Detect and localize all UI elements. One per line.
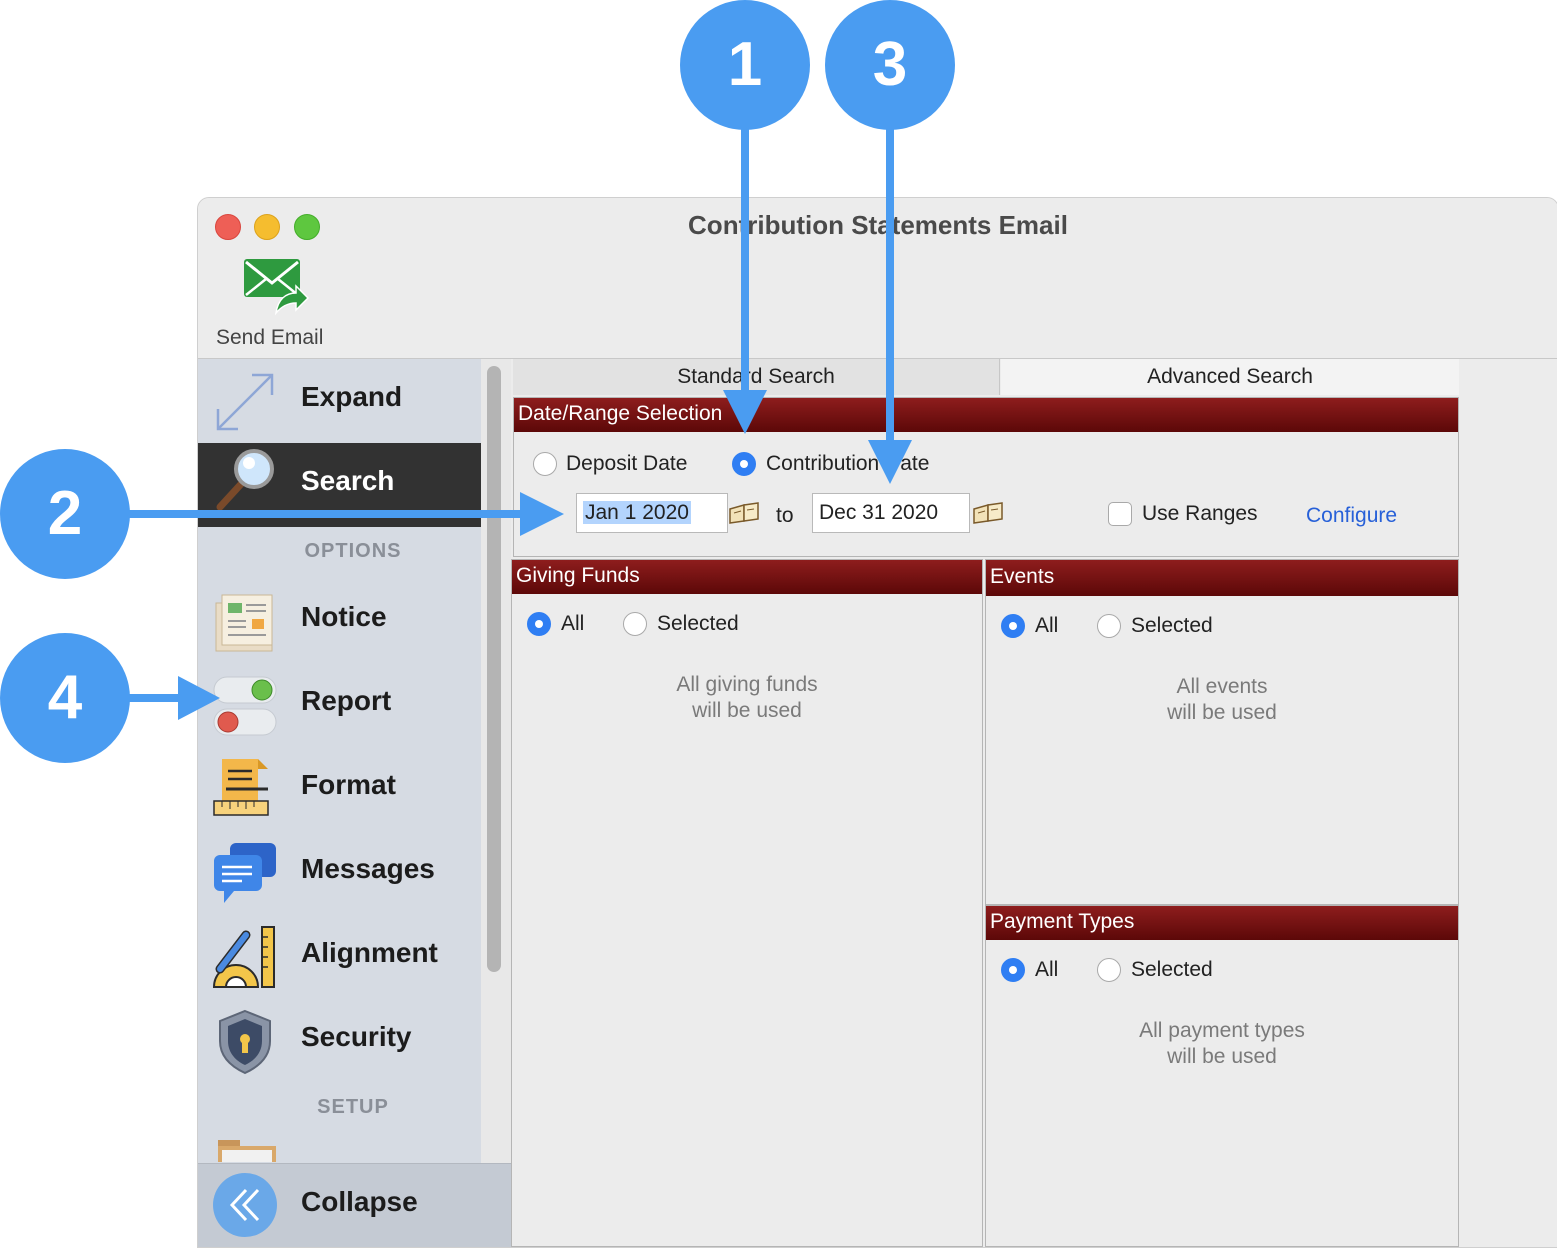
giving-funds-note-line2: will be used [692, 699, 802, 722]
deposit-date-label: Deposit Date [566, 452, 688, 475]
use-ranges-label: Use Ranges [1142, 502, 1258, 525]
drafting-tools-icon [212, 926, 275, 988]
magnifier-icon [216, 449, 274, 511]
tab-advanced-search[interactable]: Advanced Search [1001, 359, 1459, 395]
minimize-window-button[interactable] [254, 214, 280, 240]
expand-arrows-icon [216, 373, 274, 431]
use-ranges-checkbox[interactable] [1108, 502, 1132, 526]
to-label: to [776, 504, 794, 527]
window-title: Contribution Statements Email [688, 210, 1068, 240]
search-tabs: Standard Search Advanced Search [513, 359, 1459, 395]
giving-funds-selected-label: Selected [657, 612, 739, 635]
send-email-button[interactable]: Send Email [216, 253, 336, 353]
payment-types-all-radio[interactable] [1001, 958, 1025, 982]
sidebar-item-security[interactable]: Security [198, 999, 481, 1083]
sidebar-label-security: Security [301, 1021, 412, 1052]
arrow-1-head [723, 390, 767, 434]
double-chevron-left-icon [213, 1173, 277, 1237]
events-selected-radio[interactable] [1097, 614, 1121, 638]
sidebar-label-search: Search [301, 465, 395, 496]
giving-funds-panel: Giving Funds All Selected All giving fun… [511, 559, 983, 1247]
payment-types-panel: Payment Types All Selected All payment t… [985, 905, 1459, 1247]
events-note-line2: will be used [1167, 701, 1277, 724]
deposit-date-radio[interactable] [533, 452, 557, 476]
giving-funds-selected-radio[interactable] [623, 612, 647, 636]
callout-1: 1 [680, 0, 810, 130]
sidebar-item-alignment[interactable]: Alignment [198, 915, 481, 999]
payment-types-note-line1: All payment types [1139, 1019, 1305, 1042]
calendar-book-icon[interactable] [728, 501, 762, 525]
title-bar: Contribution Statements Email Send Email [198, 198, 1557, 359]
callout-2: 2 [0, 449, 130, 579]
payment-types-selected-label: Selected [1131, 958, 1213, 981]
sidebar-label-expand: Expand [301, 381, 403, 412]
sidebar-item-format[interactable]: Format [198, 747, 481, 831]
payment-types-note: All payment types will be used [986, 1018, 1458, 1070]
sidebar: Expand Search OPTIONS Notic [198, 359, 481, 1247]
shield-lock-icon [219, 1009, 271, 1075]
sidebar-item-expand[interactable]: Expand [198, 359, 481, 443]
sidebar-label-notice: Notice [301, 601, 387, 632]
start-date-field[interactable]: Jan 1 2020 [576, 493, 728, 533]
sidebar-label-report: Report [301, 685, 392, 716]
close-window-button[interactable] [215, 214, 241, 240]
folder-icon [218, 1140, 276, 1162]
giving-funds-all-label: All [561, 612, 585, 635]
newspaper-icon [215, 594, 273, 652]
collapse-label: Collapse [301, 1186, 418, 1217]
payment-types-selected-radio[interactable] [1097, 958, 1121, 982]
events-selected-label: Selected [1131, 614, 1213, 637]
sidebar-label-format: Format [301, 769, 396, 800]
date-range-header: Date/Range Selection [514, 398, 1458, 432]
payment-types-note-line2: will be used [1167, 1045, 1277, 1068]
configure-link[interactable]: Configure [1306, 504, 1398, 527]
callout-4: 4 [0, 633, 130, 763]
toggle-switch-icon [213, 676, 277, 736]
date-range-panel: Date/Range Selection Deposit Date Contri… [513, 397, 1459, 557]
setup-section-header: SETUP [317, 1096, 389, 1118]
giving-funds-note: All giving funds will be used [512, 672, 982, 724]
events-header: Events [986, 560, 1458, 596]
arrow-2-head [520, 492, 564, 536]
sidebar-label-alignment: Alignment [301, 937, 438, 968]
sidebar-label-messages: Messages [301, 853, 435, 884]
giving-funds-header: Giving Funds [512, 560, 982, 594]
events-all-label: All [1035, 614, 1059, 637]
format-ruler-icon [213, 759, 269, 816]
events-panel: Events All Selected All events will be u… [985, 559, 1459, 905]
sidebar-item-messages[interactable]: Messages [198, 831, 481, 915]
arrow-3-head [868, 440, 912, 484]
main-content: Standard Search Advanced Search Date/Ran… [511, 359, 1557, 1247]
options-section-header: OPTIONS [304, 540, 402, 562]
events-note: All events will be used [986, 674, 1458, 726]
contribution-date-radio[interactable] [732, 452, 756, 476]
payment-types-header: Payment Types [986, 906, 1458, 940]
sidebar-item-report[interactable]: Report [198, 663, 481, 747]
zoom-window-button[interactable] [294, 214, 320, 240]
start-date-value: Jan 1 2020 [583, 501, 691, 524]
calendar-book-icon[interactable] [972, 501, 1006, 525]
giving-funds-all-radio[interactable] [527, 612, 551, 636]
end-date-field[interactable]: Dec 31 2020 [812, 493, 970, 533]
send-email-icon [244, 259, 310, 316]
callout-3: 3 [825, 0, 955, 130]
arrow-4-head [178, 676, 220, 720]
app-window: Contribution Statements Email Send Email… [197, 197, 1557, 1248]
payment-types-all-label: All [1035, 958, 1059, 981]
tab-standard-search[interactable]: Standard Search [513, 359, 1000, 395]
send-email-label: Send Email [216, 326, 324, 349]
chat-bubbles-icon [214, 843, 276, 903]
events-note-line1: All events [1176, 675, 1268, 698]
events-all-radio[interactable] [1001, 614, 1025, 638]
sidebar-item-notice[interactable]: Notice [198, 579, 481, 663]
giving-funds-note-line1: All giving funds [676, 673, 818, 696]
collapse-button[interactable]: Collapse [198, 1163, 511, 1247]
